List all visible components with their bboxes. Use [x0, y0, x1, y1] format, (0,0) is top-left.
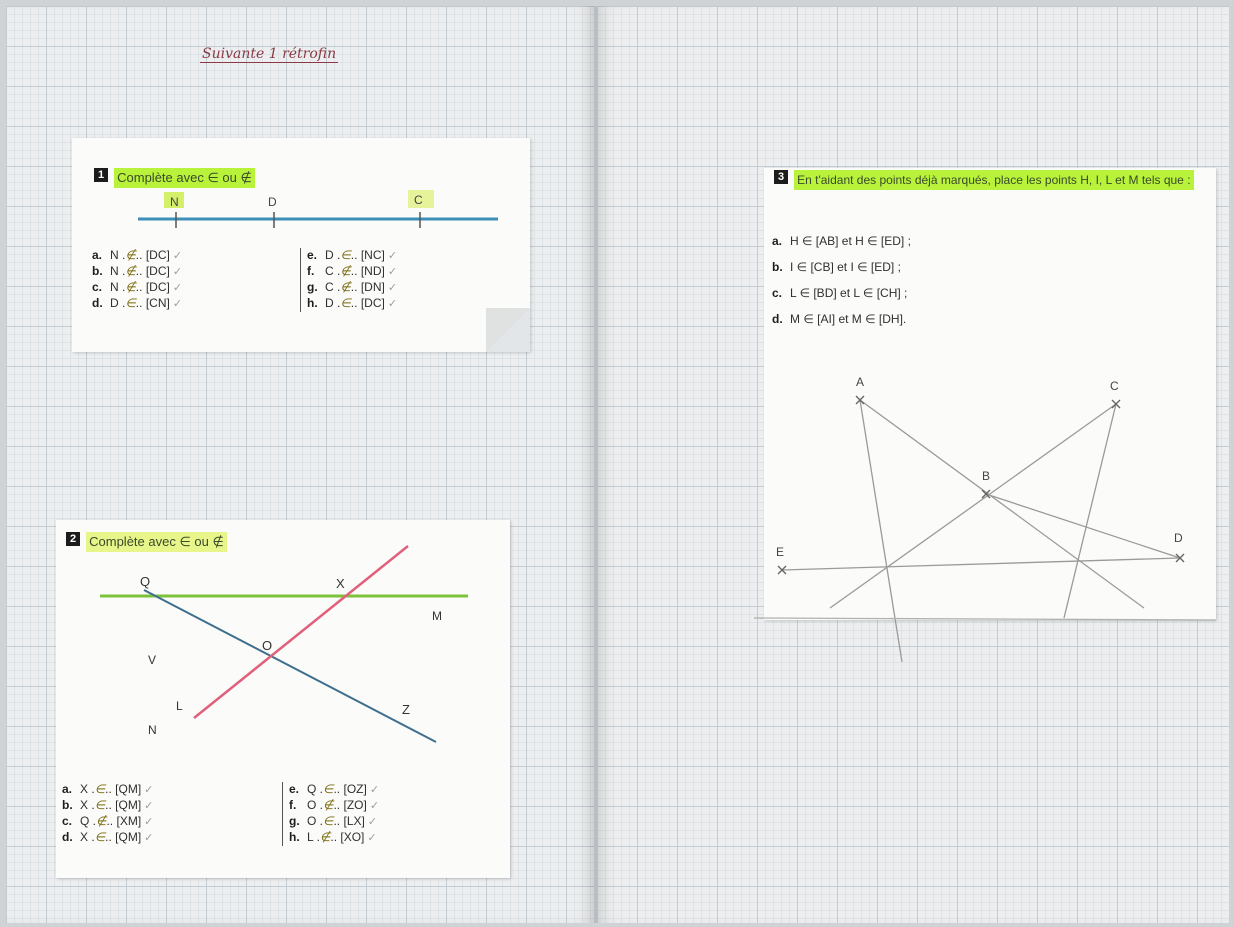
- answer-row: h.D .∈.. [DC]✓: [307, 296, 398, 310]
- exercise-3-items: a.H ∈ [AB] et H ∈ [ED] ; b.I ∈ [CB] et I…: [772, 234, 911, 338]
- answer-row: h.L .∉.. [XO]✓: [289, 830, 377, 844]
- exercise-3-figure: A C B E D: [753, 375, 1217, 663]
- line-ai: [859, 399, 1145, 609]
- exercise-1-header: 1 Complète avec ∈ ou ∉: [94, 168, 255, 188]
- exercise-1-sheet: 1 Complète avec ∈ ou ∉ N D C a.N .∉.. [D…: [72, 138, 530, 352]
- line-lx: [193, 545, 409, 719]
- line-ci: [1063, 403, 1117, 619]
- answer-row: e.D .∈.. [NC]✓: [307, 248, 398, 262]
- point-label-c: C: [414, 193, 423, 207]
- line-cb: [829, 403, 1117, 609]
- answer-row: e.Q .∈.. [OZ]✓: [289, 782, 380, 796]
- point-label-c: C: [1110, 379, 1119, 393]
- notebook-spine: [594, 6, 598, 923]
- point-label-o: O: [262, 638, 272, 653]
- answer-row: c.Q .∉.. [XM]✓: [62, 814, 154, 828]
- point-label-n: N: [170, 195, 179, 209]
- exercise-2-header: 2 Complète avec ∈ ou ∉: [66, 532, 227, 552]
- point-label-v: V: [148, 653, 156, 667]
- point-label-z: Z: [402, 702, 410, 717]
- instruction-item: a.H ∈ [AB] et H ∈ [ED] ;: [772, 234, 911, 248]
- exercise-1-line-figure: N D C: [138, 190, 498, 228]
- point-label-e: E: [776, 545, 784, 559]
- answer-row: a.X .∈.. [QM]✓: [62, 782, 154, 796]
- exercise-1-left-answers: a.N .∉.. [DC]✓ b.N .∉.. [DC]✓ c.N .∉.. […: [92, 248, 182, 312]
- exercise-instruction: En t'aidant des points déjà marqués, pla…: [794, 170, 1194, 190]
- point-label-d: D: [1174, 531, 1183, 545]
- exercise-3-sheet: 3 En t'aidant des points déjà marqués, p…: [753, 168, 1217, 663]
- answer-row: d.X .∈.. [QM]✓: [62, 830, 154, 844]
- answer-row: b.N .∉.. [DC]✓: [92, 264, 183, 278]
- point-label-n: N: [148, 723, 157, 737]
- point-label-l: L: [176, 699, 183, 713]
- highlight-mark: [408, 190, 434, 208]
- answer-row: g.C .∉.. [DN]✓: [307, 280, 398, 294]
- point-crosses: [777, 395, 1185, 575]
- answer-row: d.D .∈.. [CN]✓: [92, 296, 183, 310]
- exercise-3-header: 3 En t'aidant des points déjà marqués, p…: [774, 170, 1204, 190]
- answer-row: g.O .∈.. [LX]✓: [289, 814, 378, 828]
- exercise-2-sheet: 2 Complète avec ∈ ou ∉ Q X M O V L N Z a…: [56, 520, 510, 878]
- point-label-q: Q: [140, 574, 150, 589]
- instruction-item: d.M ∈ [AI] et M ∈ [DH].: [772, 312, 907, 326]
- point-label-b: B: [982, 469, 990, 483]
- answer-row: f.O .∉.. [ZO]✓: [289, 798, 380, 812]
- point-label-a: A: [856, 375, 864, 389]
- point-label-m: M: [432, 609, 442, 623]
- instruction-item: b.I ∈ [CB] et I ∈ [ED] ;: [772, 260, 901, 274]
- paper-edge-line: [753, 617, 1217, 621]
- line-bd: [985, 493, 1181, 559]
- exercise-number-badge: 2: [66, 532, 81, 546]
- point-label-d: D: [268, 195, 277, 209]
- answer-row: a.N .∉.. [DC]✓: [92, 248, 183, 262]
- answer-row: b.X .∈.. [QM]✓: [62, 798, 154, 812]
- line-qz: [143, 589, 437, 743]
- instruction-item: c.L ∈ [BD] et L ∈ [CH] ;: [772, 286, 908, 300]
- exercise-instruction: Complète avec ∈ ou ∉: [86, 532, 227, 552]
- answer-row: c.N .∉.. [DC]✓: [92, 280, 183, 294]
- answer-row: f.C .∉.. [ND]✓: [307, 264, 398, 278]
- exercise-1-right-answers: e.D .∈.. [NC]✓ f.C .∉.. [ND]✓ g.C .∉.. […: [300, 248, 397, 312]
- handwritten-title: Suivante 1 rétrofin: [200, 46, 339, 63]
- line-ed: [781, 557, 1181, 571]
- exercise-2-right-answers: e.Q .∈.. [OZ]✓ f.O .∉.. [ZO]✓ g.O .∈.. […: [282, 782, 379, 846]
- exercise-number-badge: 3: [774, 170, 789, 184]
- highlight-mark: [164, 192, 184, 208]
- exercise-2-figure: Q X M O V L N Z: [100, 545, 468, 743]
- folded-corner: [486, 308, 530, 352]
- exercise-2-left-answers: a.X .∈.. [QM]✓ b.X .∈.. [QM]✓ c.Q .∉.. […: [62, 782, 153, 846]
- exercise-number-badge: 1: [94, 168, 109, 182]
- point-label-x: X: [336, 576, 345, 591]
- exercise-instruction: Complète avec ∈ ou ∉: [114, 168, 255, 188]
